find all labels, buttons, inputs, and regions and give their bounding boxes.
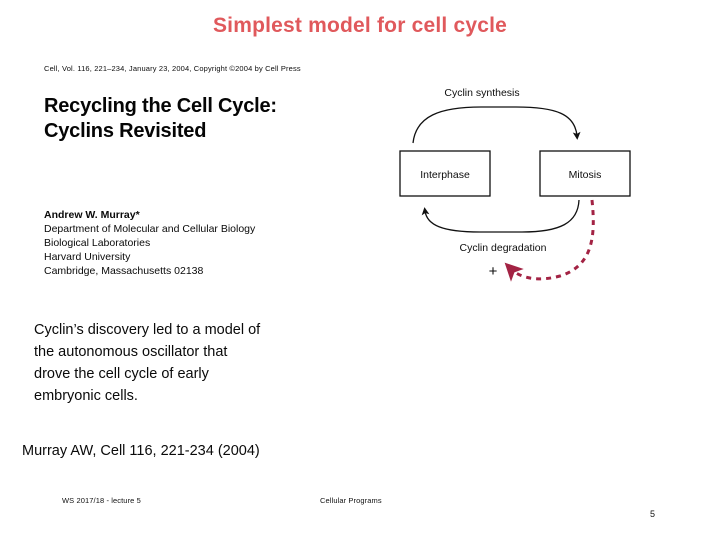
node-interphase-label: Interphase — [420, 169, 470, 181]
paper-title: Recycling the Cell Cycle: Cyclins Revisi… — [44, 94, 374, 144]
cell-cycle-diagram: Cyclin synthesis Interphase Mitosis Cycl… — [380, 80, 650, 295]
reference-citation: Murray AW, Cell 116, 221-234 (2004) — [22, 443, 260, 459]
paper-affiliation-line-4: Cambridge, Massachusetts 02138 — [44, 265, 204, 277]
paper-affiliation-line-1: Department of Molecular and Cellular Bio… — [44, 223, 256, 235]
feedback-plus-sign: + — [489, 263, 498, 280]
body-text-block: Cyclin’s discovery led to a model of the… — [34, 319, 374, 407]
paper-title-line-2: Cyclins Revisited — [44, 120, 207, 142]
body-text-line-2: the autonomous oscillator that — [34, 344, 228, 360]
paper-author-name: Andrew W. Murray* — [44, 209, 140, 221]
edge-cyclin-degradation-arrow — [421, 199, 580, 233]
footer-lecture-label: WS 2017/18 - lecture 5 — [62, 496, 141, 505]
paper-affiliation-line-2: Biological Laboratories — [44, 237, 151, 249]
node-interphase-box — [399, 150, 491, 197]
edge-cyclin-degradation-label: Cyclin degradation — [460, 242, 547, 254]
paper-affiliation-line-3: Harvard University — [44, 251, 131, 263]
body-text-line-3: drove the cell cycle of early — [34, 366, 209, 382]
edge-positive-feedback-arrow — [504, 199, 595, 282]
paper-citation: Cell, Vol. 116, 221–234, January 23, 200… — [44, 64, 301, 73]
paper-author-block: Andrew W. Murray* Department of Molecula… — [44, 208, 374, 278]
cell-cycle-diagram-svg: Cyclin synthesis Interphase Mitosis Cycl… — [399, 87, 631, 282]
node-mitosis-box — [539, 150, 631, 197]
page-title: Simplest model for cell cycle — [212, 14, 508, 37]
node-mitosis-label: Mitosis — [569, 169, 602, 181]
footer-course-label: Cellular Programs — [320, 496, 382, 505]
body-text-line-4: embryonic cells. — [34, 388, 138, 404]
paper-title-line-1: Recycling the Cell Cycle: — [44, 95, 277, 117]
edge-cyclin-synthesis-label: Cyclin synthesis — [444, 87, 519, 99]
paper-header-block: Cell, Vol. 116, 221–234, January 23, 200… — [44, 64, 374, 277]
footer-page-number: 5 — [650, 509, 656, 519]
edge-cyclin-synthesis-arrow — [412, 106, 581, 144]
body-text-line-1: Cyclin’s discovery led to a model of — [34, 322, 261, 338]
